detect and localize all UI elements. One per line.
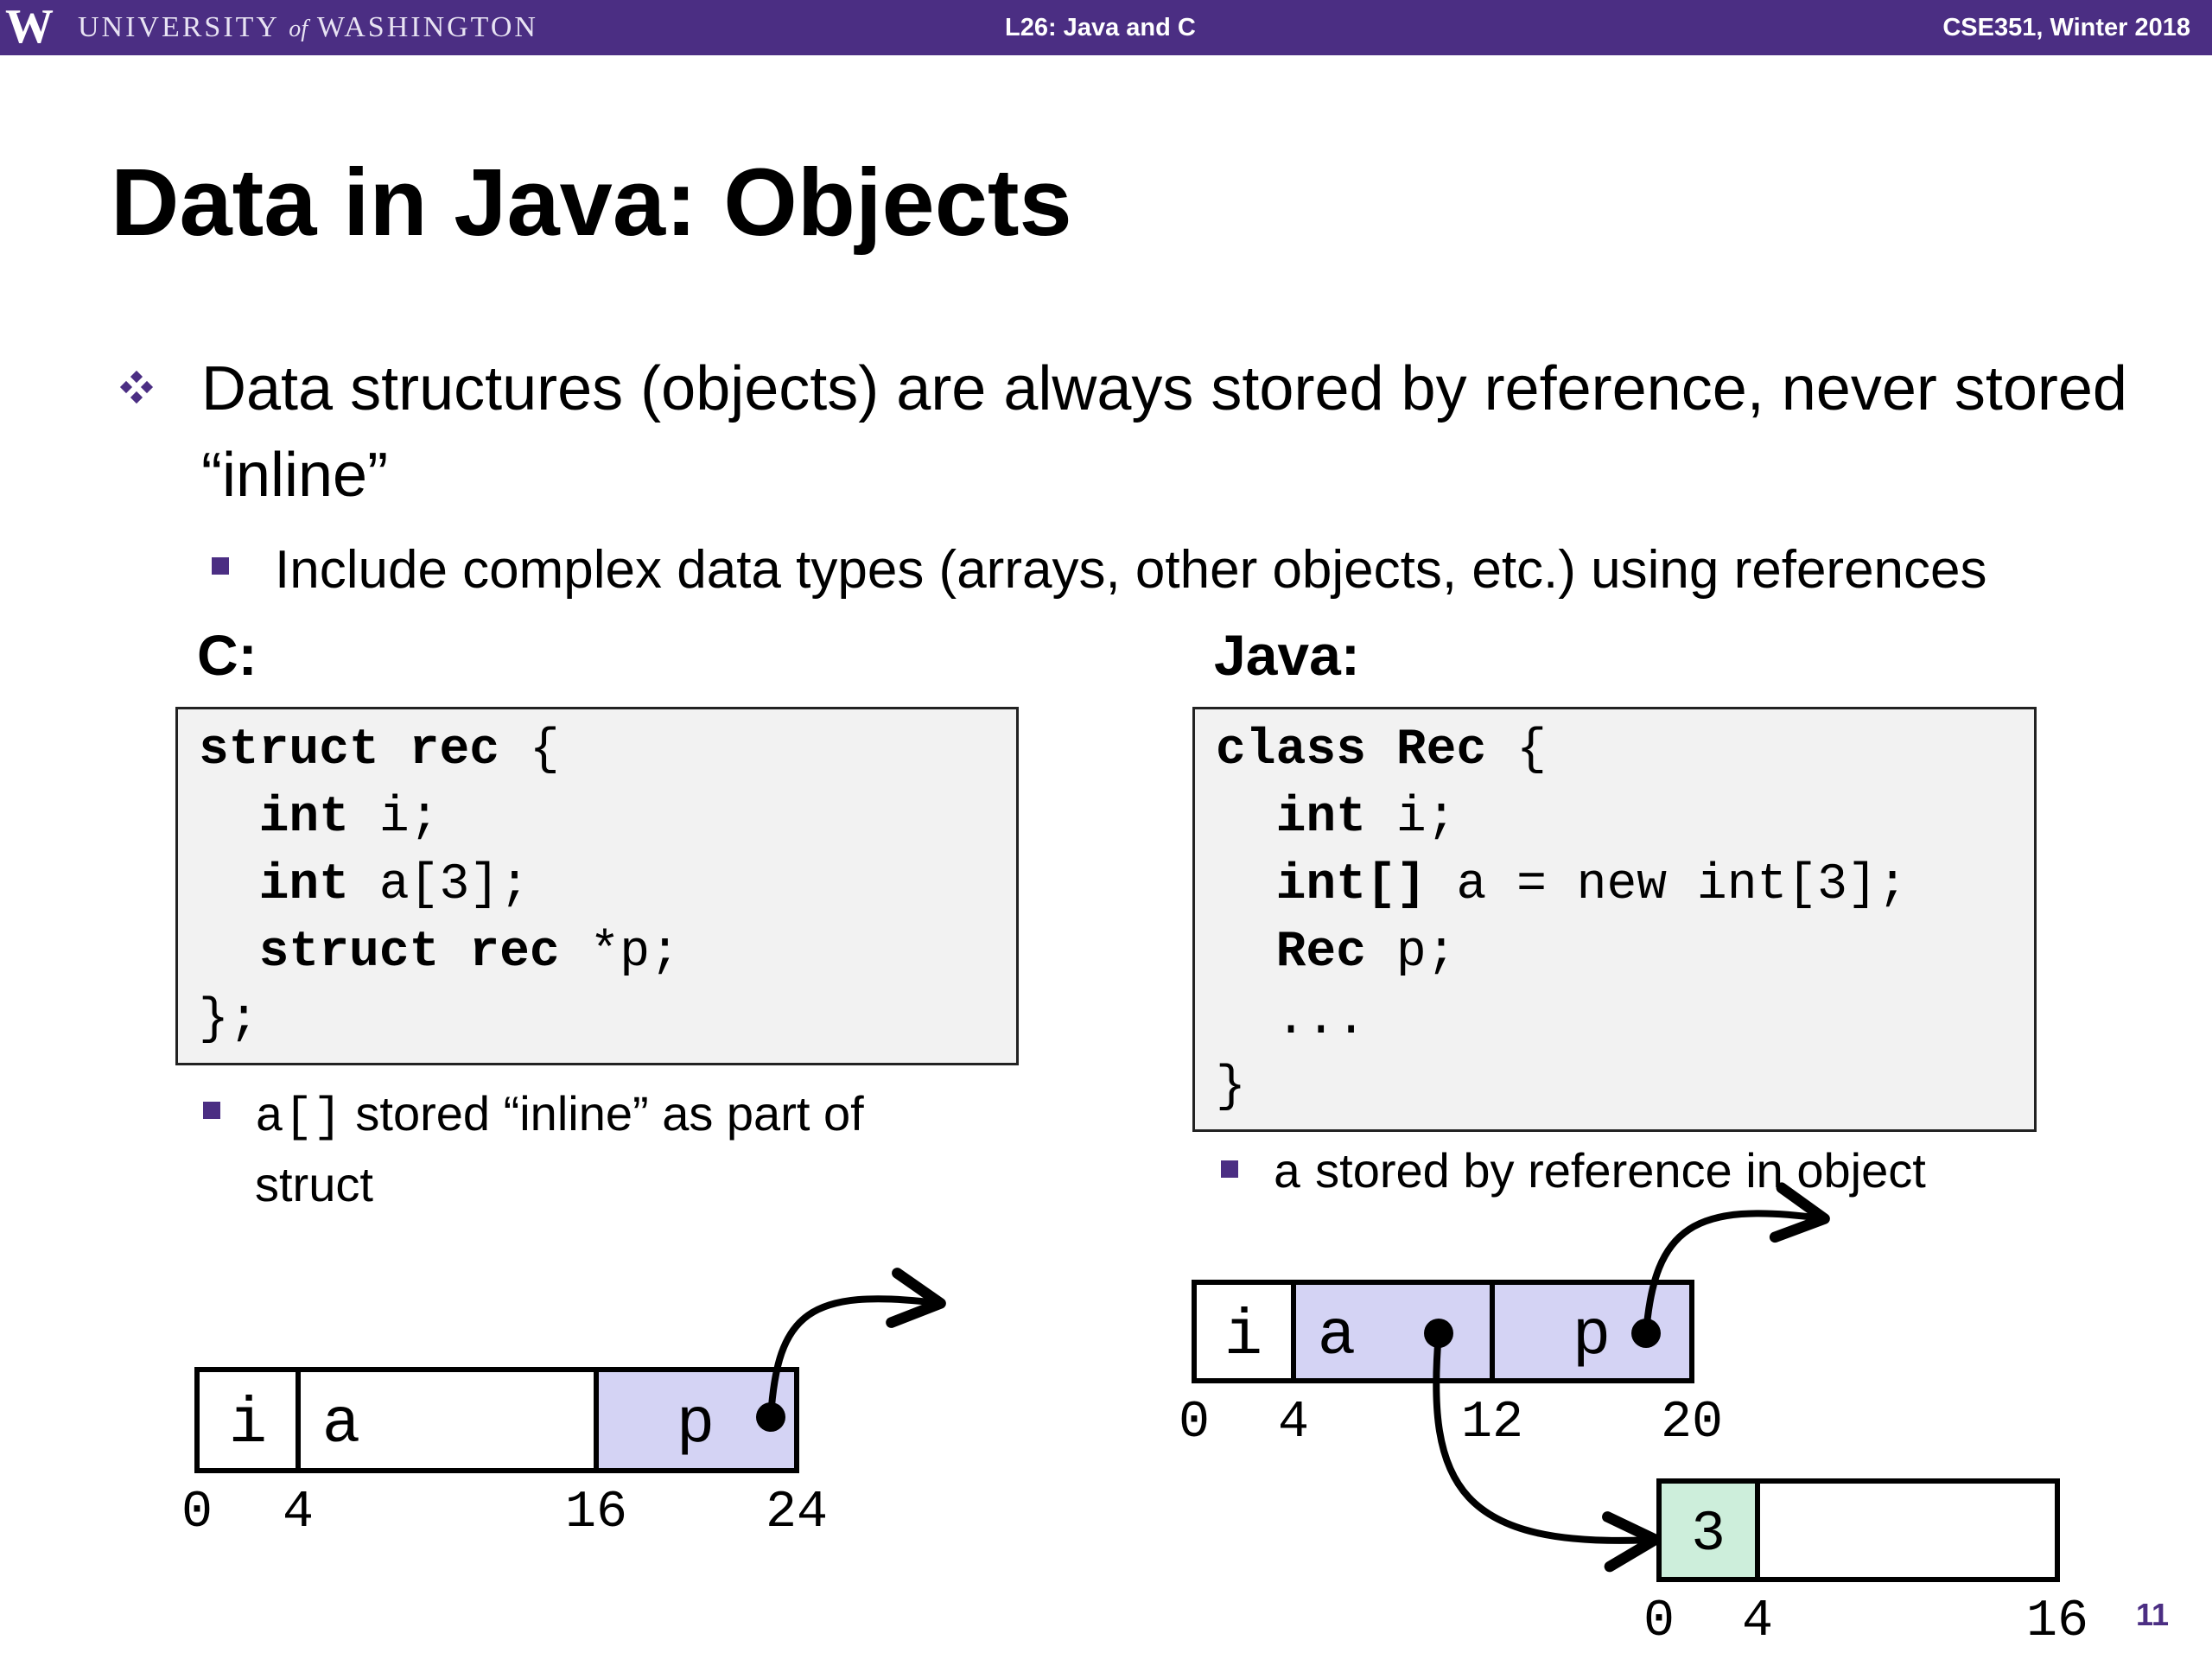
array-outline	[1656, 1478, 2060, 1582]
java-object-outline	[1192, 1280, 1694, 1383]
bullet-main: Data structures (objects) are always sto…	[201, 354, 2127, 510]
page-number: 11	[2135, 1597, 2169, 1632]
code-text: i;	[1366, 790, 1457, 846]
university-name-of: of	[289, 16, 308, 42]
java-label: Java:	[1214, 623, 1360, 687]
java-cell-label: a	[1318, 1300, 1356, 1373]
code-text: };	[199, 992, 259, 1048]
java-offset-label: 0	[1179, 1394, 1210, 1452]
java-array-layout: 3 0 4 16	[1643, 1478, 2088, 1651]
code-text: ...	[1275, 992, 1367, 1048]
array-length-cell	[1659, 1481, 1758, 1580]
code-text: {	[499, 722, 560, 779]
c-offset-label: 16	[565, 1484, 627, 1542]
bullet-sub: Include complex data types (arrays, othe…	[275, 540, 1987, 600]
c-offset-label: 4	[283, 1484, 314, 1542]
code-keyword: int[]	[1275, 857, 1427, 913]
java-note-code: a	[1273, 1147, 1302, 1202]
array-offset-label: 0	[1643, 1592, 1675, 1651]
lecture-title: L26: Java and C	[1005, 14, 1196, 41]
c-offset-label: 0	[181, 1484, 213, 1542]
c-label: C:	[197, 623, 257, 687]
code-text: a[3];	[349, 857, 530, 913]
array-offset-label: 16	[2026, 1592, 2088, 1651]
c-offset-label: 24	[766, 1484, 828, 1542]
c-code-box	[175, 707, 1019, 1065]
c-struct-layout: i a p 0 4 16 24	[181, 1268, 946, 1542]
code-keyword: int	[258, 790, 350, 846]
header-bar: W UNIVERSITY of WASHINGTON L26: Java and…	[0, 0, 2212, 55]
uw-logo-icon: W	[5, 0, 54, 54]
code-keyword: int	[258, 857, 350, 913]
java-code-box	[1192, 707, 2037, 1132]
c-code: struct rec { int i; int a[3]; struct rec…	[199, 717, 680, 1054]
java-cell-label: i	[1224, 1300, 1262, 1373]
c-struct-outline	[194, 1367, 799, 1473]
university-name-left: UNIVERSITY	[78, 11, 279, 43]
square-bullet-icon	[212, 557, 229, 575]
square-bullet-icon	[1221, 1160, 1238, 1178]
code-text: i;	[349, 790, 440, 846]
c-cell-label: p	[677, 1389, 715, 1461]
java-p-pointer-arrow	[1643, 1182, 1830, 1334]
code-text: {	[1486, 722, 1547, 779]
c-pointer-arrow	[767, 1268, 946, 1418]
java-code: class Rec { int i; int[] a = new int[3];…	[1216, 717, 1908, 1122]
diamond-bullet-icon	[119, 370, 154, 404]
c-note-code: a[]	[255, 1090, 342, 1145]
java-cell-label: p	[1573, 1300, 1611, 1373]
java-offset-label: 4	[1278, 1394, 1309, 1452]
array-offset-label: 4	[1742, 1592, 1773, 1651]
c-cell-label: a	[322, 1389, 360, 1461]
java-a-pointer-arrow	[1433, 1332, 1661, 1573]
c-cell-label: i	[229, 1389, 267, 1461]
java-object-layout: i a p 0 4 12 20	[1179, 1182, 1830, 1573]
code-text: *p;	[559, 925, 680, 981]
square-bullet-icon	[203, 1102, 220, 1119]
code-text: p;	[1366, 925, 1457, 981]
c-note: a[] stored “inline” as part of struct	[255, 1080, 963, 1218]
c-note-text: stored “inline” as part of struct	[255, 1086, 864, 1211]
java-offset-label: 12	[1461, 1394, 1523, 1452]
java-offset-label: 20	[1661, 1394, 1723, 1452]
university-name-right: WASHINGTON	[316, 11, 538, 43]
university-name: UNIVERSITY of WASHINGTON	[78, 10, 538, 47]
code-keyword: class Rec	[1216, 722, 1487, 779]
course-name: CSE351, Winter 2018	[1942, 14, 2190, 41]
code-text: }	[1216, 1059, 1246, 1116]
code-keyword: struct rec	[199, 722, 500, 779]
code-keyword: struct rec	[258, 925, 560, 981]
code-keyword: Rec	[1275, 925, 1367, 981]
code-keyword: int	[1275, 790, 1367, 846]
code-text: a = new int[3];	[1426, 857, 1908, 913]
slide-title: Data in Java: Objects	[111, 149, 1072, 256]
array-length-label: 3	[1691, 1502, 1726, 1567]
